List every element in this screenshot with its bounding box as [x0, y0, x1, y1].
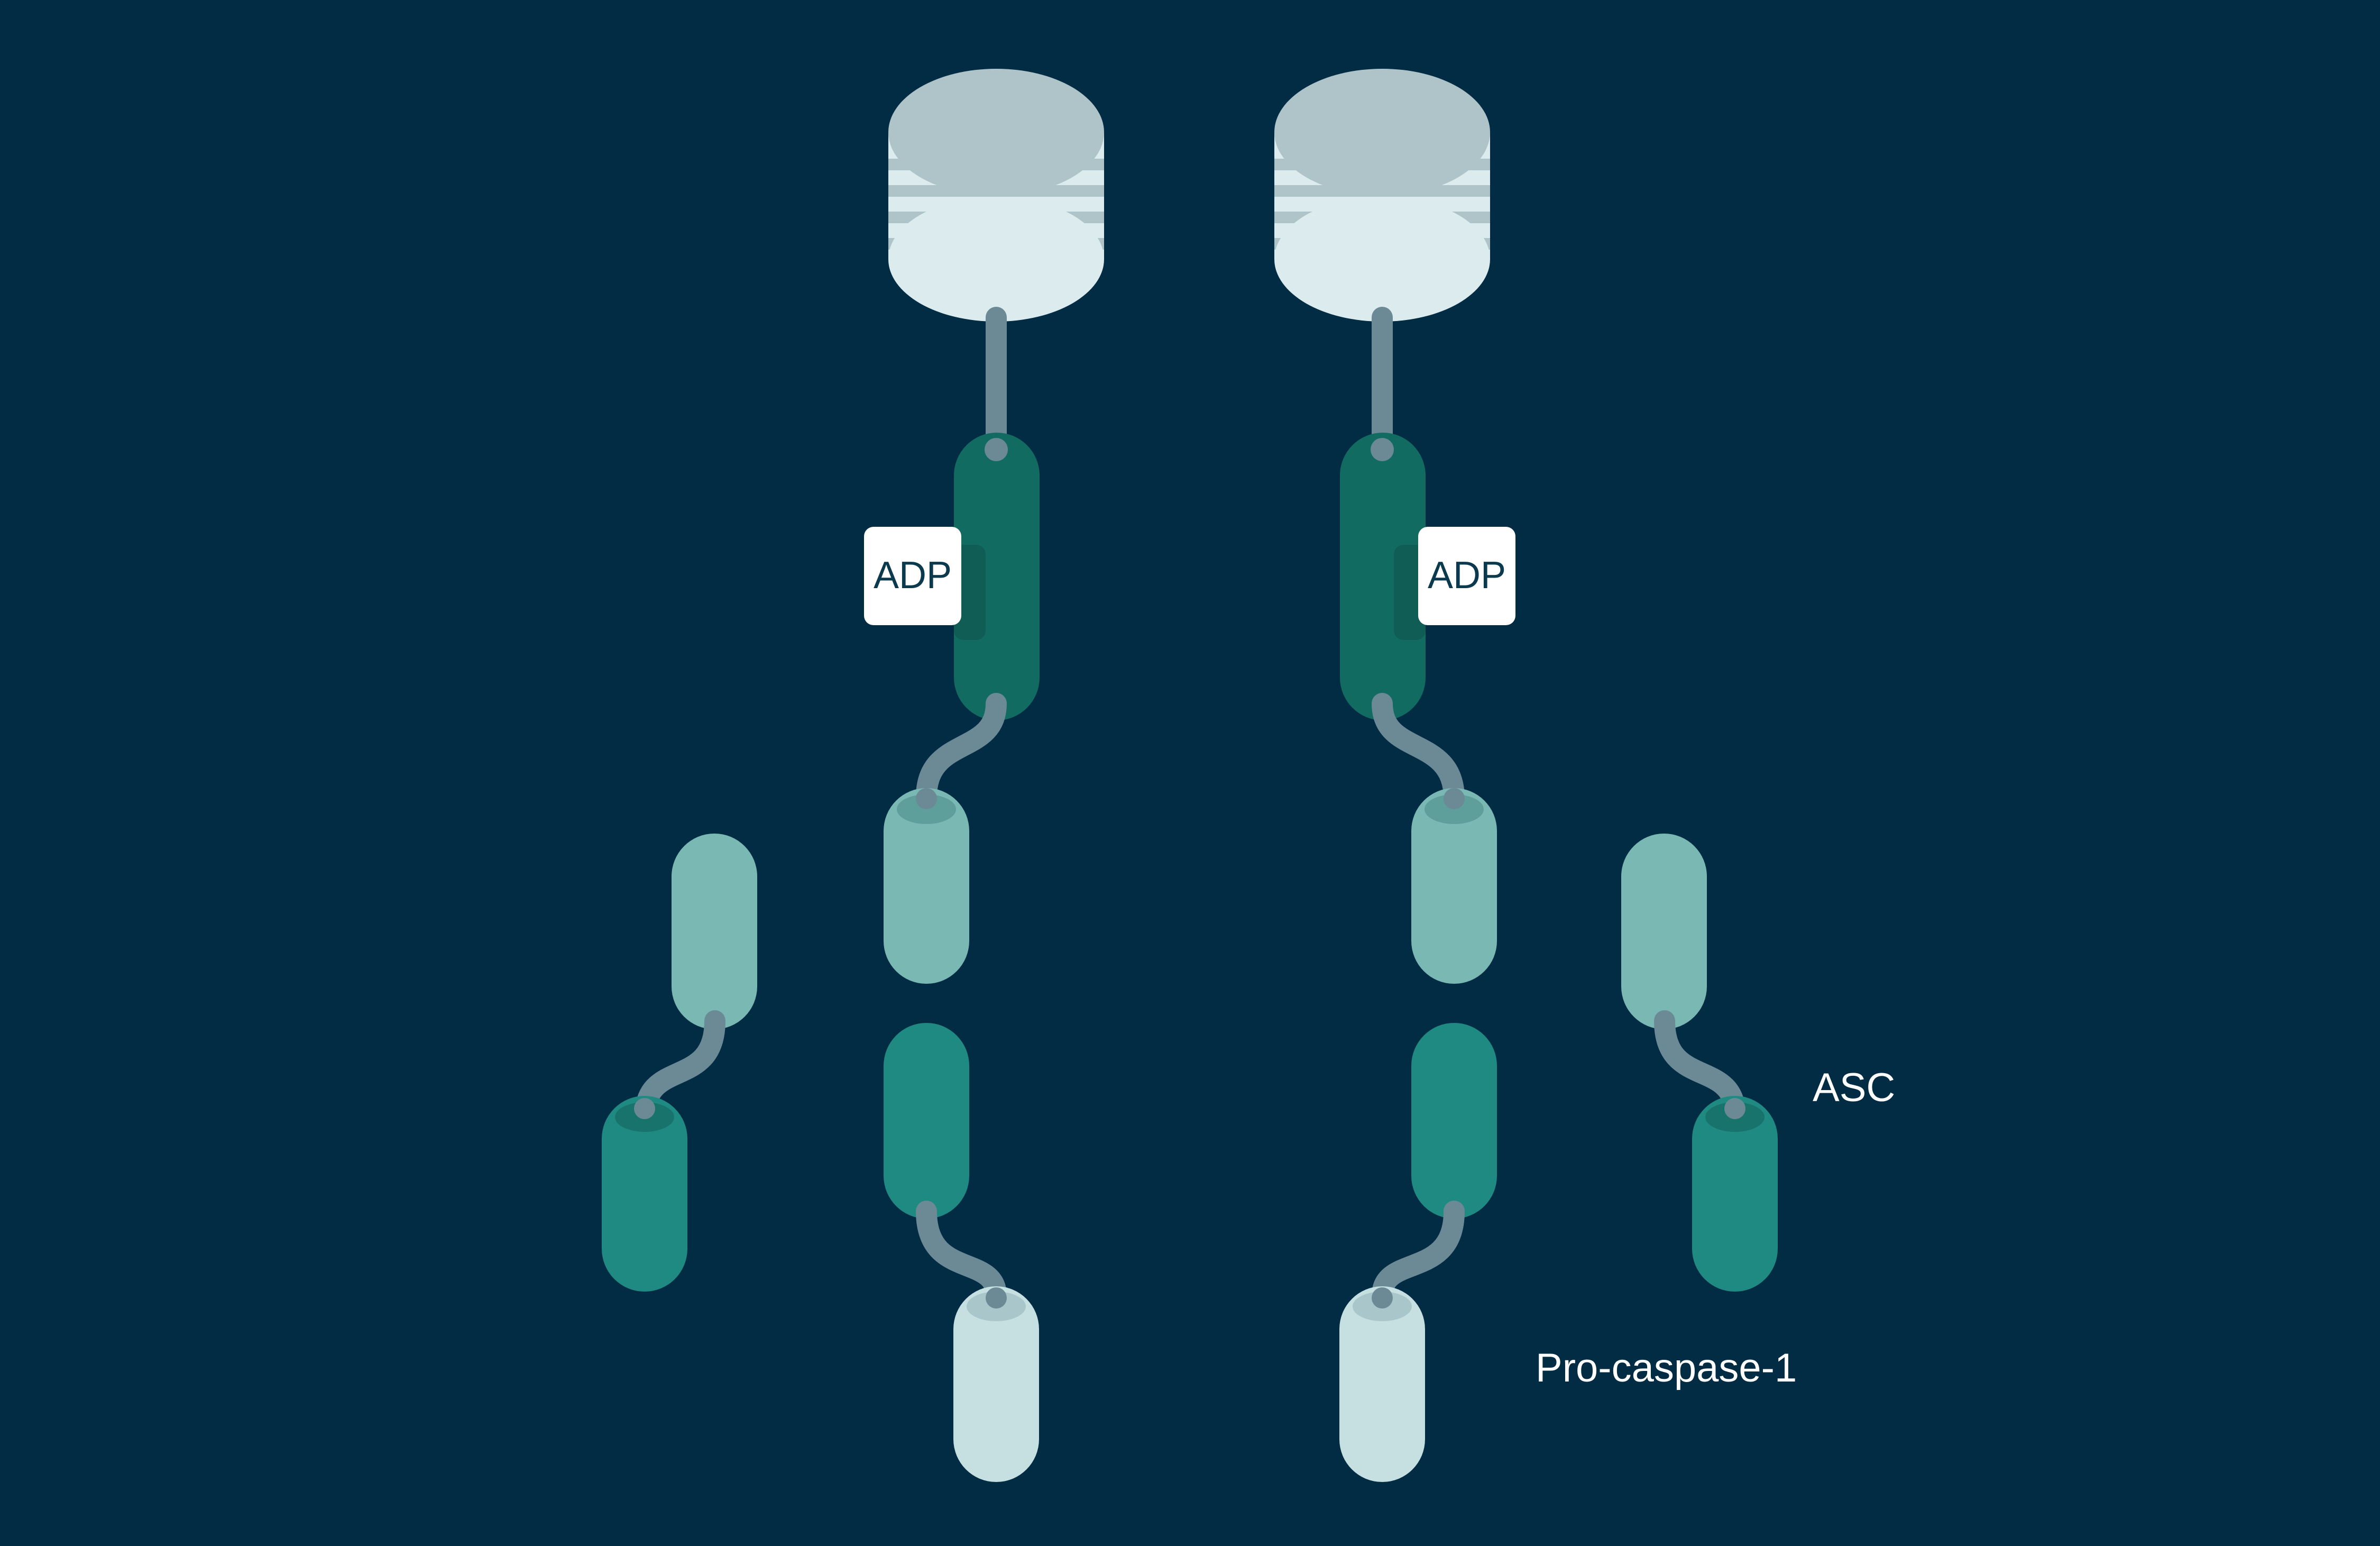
adp-label-right: ADP [1428, 554, 1506, 597]
adp-badge-left: ADP [864, 527, 961, 625]
nlrp3-right: ADP [1274, 69, 1515, 984]
asc-outer-right [1621, 834, 1778, 1292]
lrr-domain-right [1274, 69, 1490, 322]
pro-caspase-label: Pro-caspase-1 [1536, 1346, 1797, 1391]
adp-label-left: ADP [874, 554, 952, 597]
adp-badge-right: ADP [1418, 527, 1515, 625]
pyd-domain-right [1411, 788, 1497, 984]
asc-label: ASC [1813, 1065, 1895, 1110]
nlrp3-left: ADP [864, 69, 1104, 984]
asc-card-caspase-right [1339, 1023, 1497, 1482]
pyd-domain-left [884, 788, 969, 984]
nacht-domain-left [954, 433, 1040, 720]
lrr-domain-left [888, 69, 1104, 322]
asc-outer-left [602, 834, 757, 1292]
asc-card-caspase-left [884, 1023, 1039, 1482]
nacht-domain-right [1340, 433, 1426, 720]
